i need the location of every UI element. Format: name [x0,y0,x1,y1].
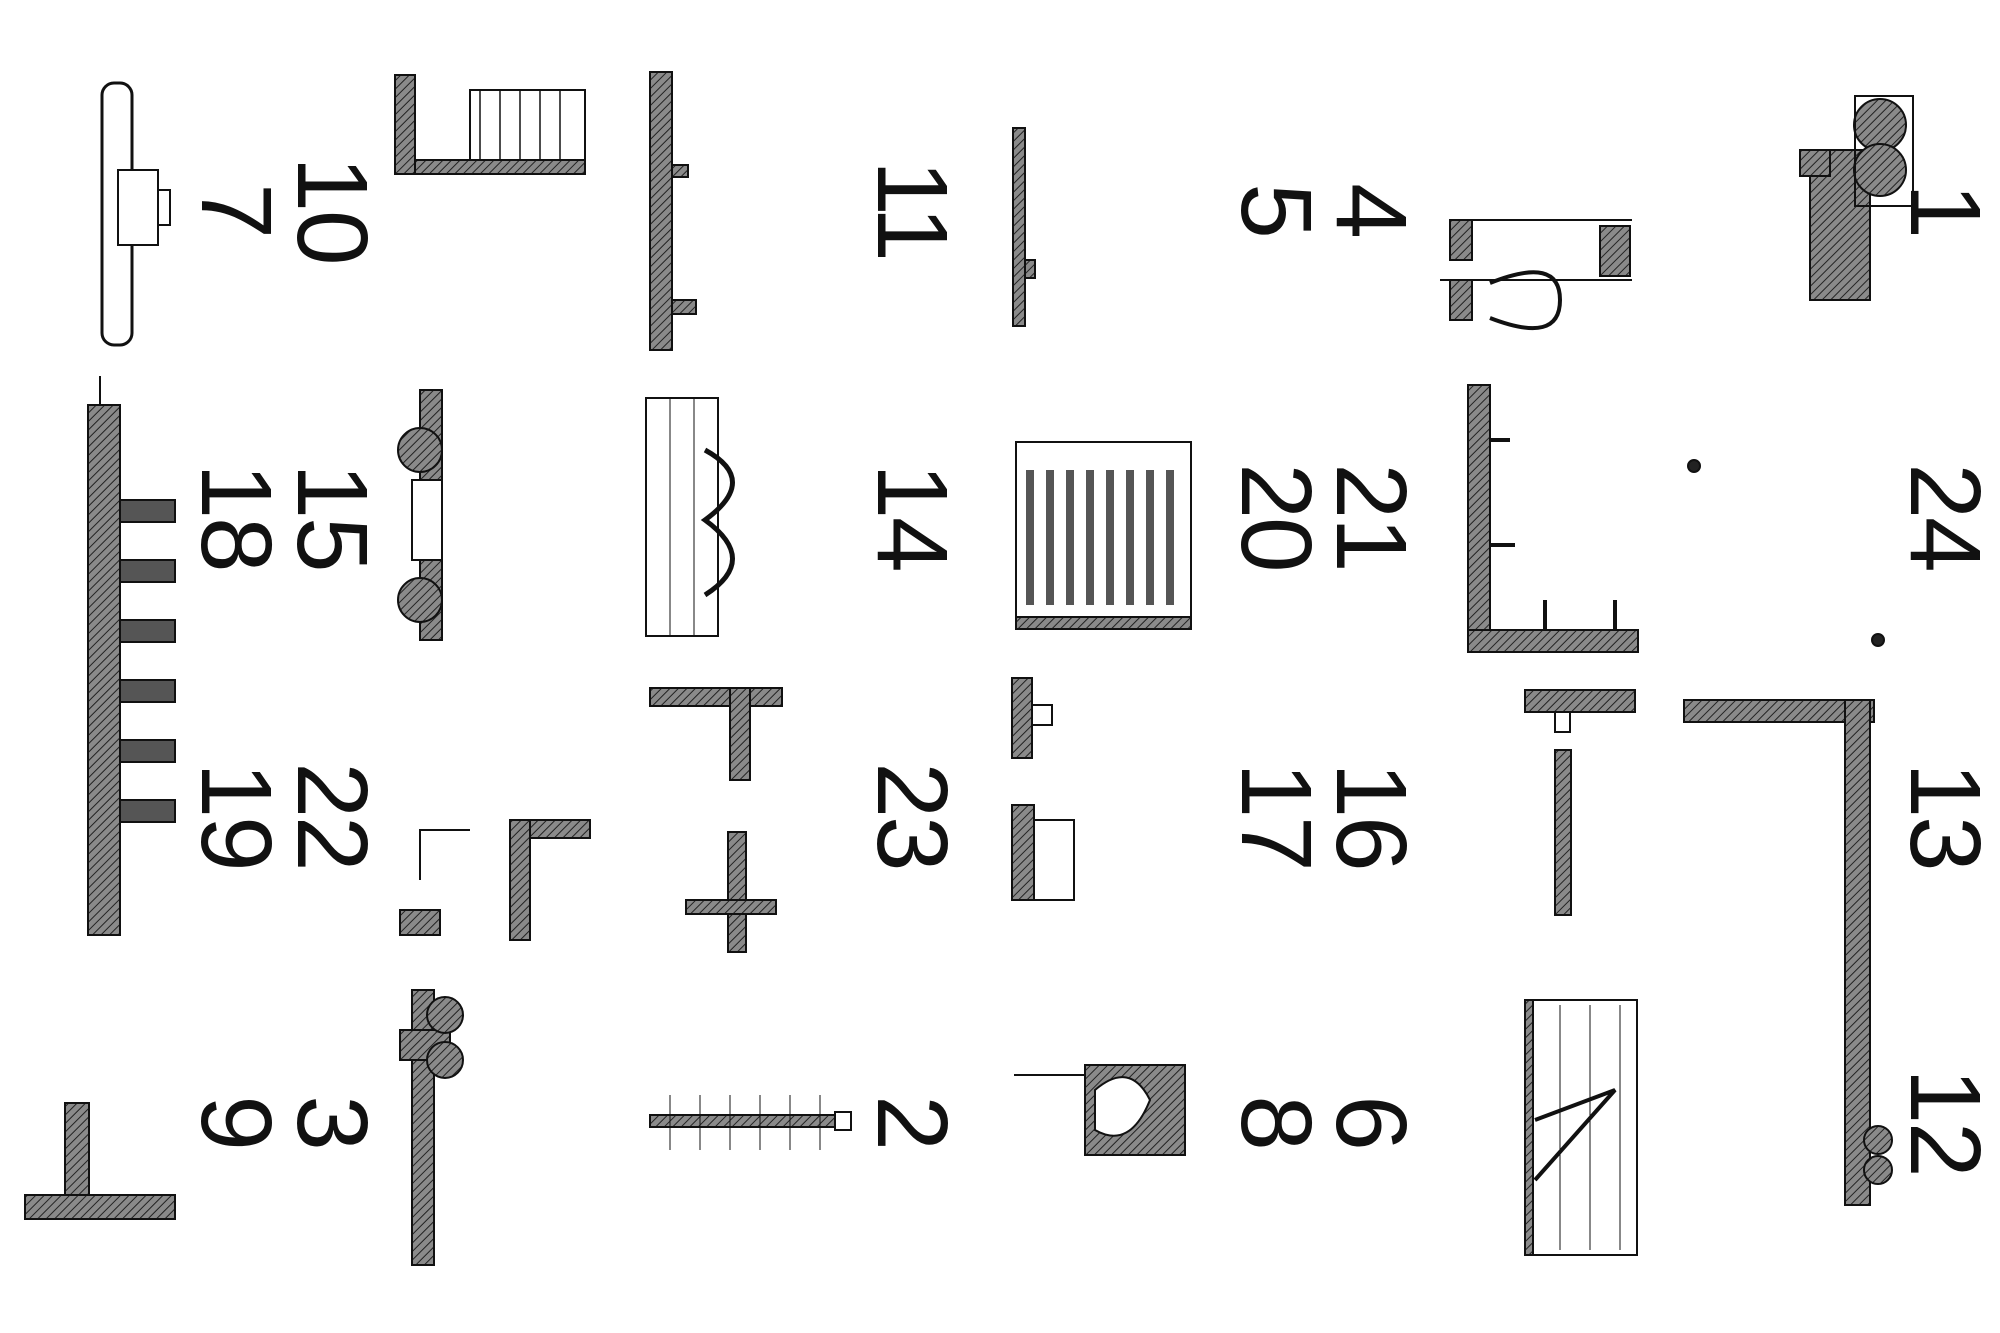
detail-23-drawing [649,687,783,953]
detail-24-dot [1687,459,1701,473]
detail-11-column-drawing [649,71,697,351]
detail-7-drawing [100,81,171,347]
label-text: 8 [1220,1095,1332,1149]
detail-9-drawing [24,1102,176,1220]
detail-11-drawing [1012,127,1036,327]
label-text: 21 [1315,463,1427,571]
label-text: 16 [1315,762,1427,870]
label-text: 13 [1889,762,2000,870]
detail-15-drawing [397,389,443,641]
detail-3-drawing [399,989,464,1266]
label-text: 15 [276,463,388,571]
label-text: 12 [1889,1068,2000,1176]
label-text: 24 [1889,463,2000,571]
detail-21-drawing [1467,384,1639,653]
detail-20-drawing [1015,441,1192,630]
label-text: 23 [856,762,968,870]
detail-5-drawing [1440,225,1632,331]
label-text: 22 [276,762,388,870]
label-text: 9 [180,1095,292,1149]
detail-24-dot [1871,633,1885,647]
label-text: 19 [180,762,292,870]
label-text: 2 [856,1095,968,1149]
label-text: 18 [180,463,292,571]
detail-22-drawing [399,819,591,941]
detail-8-drawing [1014,1064,1186,1156]
label-text: 5 [1220,183,1332,237]
detail-14-drawing [645,397,735,637]
label-text: 4 [1315,183,1427,237]
label-text: 3 [276,1095,388,1149]
label-text: 17 [1220,762,1332,870]
label-text: 1 [1889,183,2000,237]
detail-4-drawing [1449,219,1632,321]
label-text: 11 [856,160,968,260]
detail-13-12-drawing [1683,699,1893,1206]
label-text: 6 [1315,1095,1427,1149]
label-text: 20 [1220,463,1332,571]
detail-1-drawing [1799,95,1914,301]
detail-2-drawing [649,1095,852,1150]
label-text: 10 [276,156,388,264]
label-text: 14 [856,463,968,571]
detail-17-drawing [1011,677,1075,901]
label-text: 7 [180,183,292,237]
detail-16-drawing [1524,689,1636,916]
detail-6-drawing [1524,999,1638,1256]
detail-10-drawing [394,74,586,175]
detail-18-19-drawing [87,376,176,936]
